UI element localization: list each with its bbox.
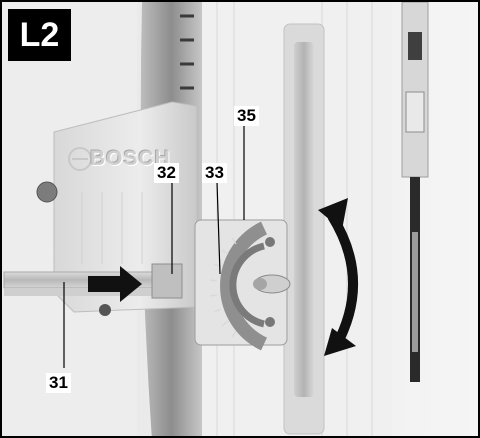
guide-rail-lower xyxy=(4,288,154,296)
double-curved-arrow-icon xyxy=(327,213,358,349)
rotation-arrowhead-bottom xyxy=(324,328,356,356)
measure-slider xyxy=(405,91,425,133)
measure-window xyxy=(408,32,422,60)
housing-ribs xyxy=(81,192,143,264)
callout-33: 33 xyxy=(202,163,227,183)
angle-scale-ticks xyxy=(209,237,237,338)
measure-strip-inner xyxy=(412,232,418,352)
callout-32: 32 xyxy=(154,163,179,183)
brand-text: BOSCH xyxy=(90,147,171,170)
rotation-arrowhead-top xyxy=(318,198,348,230)
right-arrow-icon xyxy=(88,266,142,302)
measure-housing xyxy=(401,2,429,178)
callout-31: 31 xyxy=(46,373,71,393)
side-knob xyxy=(36,181,58,203)
slot-groove xyxy=(294,42,314,397)
angle-scale-arc xyxy=(220,221,268,351)
leader-lines xyxy=(63,126,245,368)
clamp-block xyxy=(151,263,183,299)
figure-label: L2 xyxy=(8,9,71,61)
plate-screw-top xyxy=(265,237,275,247)
rail-bolt xyxy=(99,304,111,316)
plate-screw-bottom xyxy=(265,317,275,327)
brand-logo-circle xyxy=(68,147,92,171)
angle-slot xyxy=(229,242,265,328)
callout-35: 35 xyxy=(234,106,259,126)
locking-knob-hub xyxy=(253,278,267,290)
